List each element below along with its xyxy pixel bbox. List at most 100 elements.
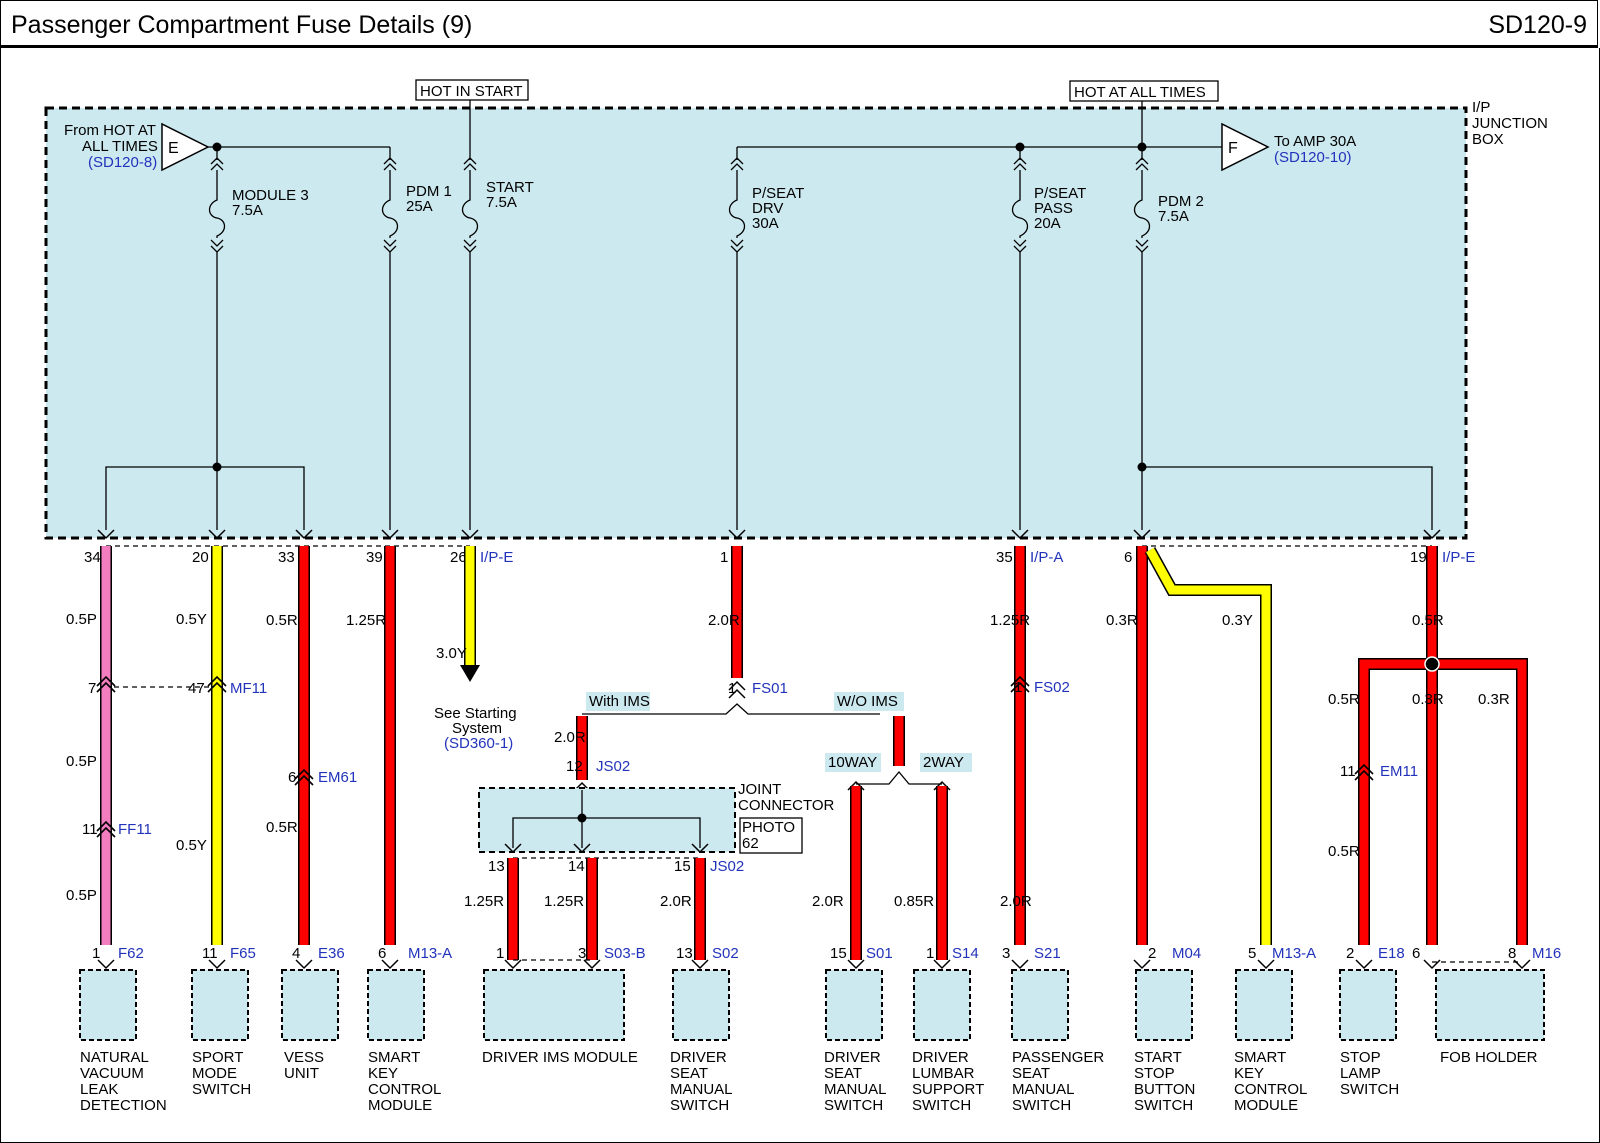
- inline-pin: 7: [88, 680, 96, 697]
- component-label: SWITCH: [192, 1081, 251, 1098]
- connector-ip-e: I/P-E: [480, 549, 513, 566]
- wire-spec: 2.0R: [1000, 893, 1032, 910]
- component-label: LEAK: [80, 1081, 118, 1098]
- component-label: FOB HOLDER: [1440, 1049, 1538, 1066]
- component-label: NATURAL: [80, 1049, 149, 1066]
- wire-spec: 0.3R: [1106, 612, 1138, 629]
- component-label: DETECTION: [80, 1097, 167, 1114]
- component-label: SMART: [368, 1049, 420, 1066]
- fuse-1-chevron: [383, 157, 397, 165]
- component-pin-chevron: [504, 959, 522, 970]
- component-pin: 15: [830, 945, 847, 962]
- component-pin: 2: [1346, 945, 1354, 962]
- splice-dot: [1424, 656, 1440, 672]
- component-3: [367, 969, 425, 1041]
- component-pin-chevron: [933, 959, 951, 970]
- component-5: [672, 969, 730, 1041]
- fuse-5-chevron: [1135, 157, 1149, 165]
- joint-chevron: [573, 843, 591, 854]
- jb-pin-chevron: [1133, 529, 1151, 540]
- jb-pin-chevron: [461, 529, 479, 540]
- fuse-2-chevron: [463, 163, 477, 171]
- fuse-3-chevron: [730, 163, 744, 171]
- fuse-label: P/SEAT: [1034, 185, 1086, 202]
- jb-pin-number: 26: [450, 549, 467, 566]
- inline-connector-fs02: [1010, 675, 1030, 687]
- component-pin: 1: [496, 945, 504, 962]
- component-pin-chevron: [583, 959, 601, 970]
- photo-label: 62: [742, 835, 759, 852]
- fuse-2-element: [461, 170, 479, 238]
- jb-pin-number: 20: [192, 549, 209, 566]
- see-starting-label: See Starting: [434, 705, 517, 722]
- inline-pin: 1: [728, 680, 736, 697]
- wire-spec: 0.5Y: [176, 611, 207, 628]
- connector-em11: EM11: [1380, 763, 1418, 780]
- component-pin: 2: [1148, 945, 1156, 962]
- joint-chevron: [691, 843, 709, 854]
- component-connector-id: M16: [1532, 945, 1561, 962]
- component-connector-id: M04: [1172, 945, 1201, 962]
- jb-pin-chevron: [1423, 529, 1441, 540]
- jb-pin-chevron: [381, 529, 399, 540]
- component-label: LUMBAR: [912, 1065, 975, 1082]
- header-bar: Passenger Compartment Fuse Details (9) S…: [0, 0, 1598, 48]
- jb-pin-number: 34: [84, 549, 101, 566]
- jb-pin-number: 35: [996, 549, 1013, 566]
- component-label: MODE: [192, 1065, 237, 1082]
- component-label: SUPPORT: [912, 1081, 984, 1098]
- component-connector-id: F62: [118, 945, 144, 962]
- option-wo-ims: W/O IMS: [837, 693, 898, 710]
- inline-connector-fs01: [728, 688, 746, 699]
- jb-pin-chevron: [97, 529, 115, 540]
- component-connector-id: S14: [952, 945, 979, 962]
- component-label: MODULE: [368, 1097, 432, 1114]
- component-pin-chevron: [691, 959, 709, 970]
- component-label: SWITCH: [824, 1097, 883, 1114]
- fuse-5-chevron: [1135, 163, 1149, 171]
- fuse-label: DRV: [752, 200, 783, 217]
- component-label: MANUAL: [670, 1081, 733, 1098]
- jb-pin-chevron: [1011, 529, 1029, 540]
- inline-connector-em61: [294, 768, 314, 780]
- junction-box-label: BOX: [1472, 131, 1504, 148]
- splice-fan: [582, 703, 880, 715]
- wire-spec: 0.85R: [894, 893, 934, 910]
- component-label: SWITCH: [912, 1097, 971, 1114]
- component-7: [913, 969, 971, 1041]
- inline-connector-mf11: [207, 681, 227, 693]
- fuse-4-chevron: [1013, 163, 1027, 171]
- wire-spec: 0.5P: [66, 611, 97, 628]
- connector-e-from: From HOT AT: [64, 122, 156, 139]
- inline-connector-ff11: [96, 826, 116, 838]
- component-pin-chevron: [1011, 959, 1029, 970]
- jb-pin-number: 39: [366, 549, 383, 566]
- wire-spec: 0.5P: [66, 887, 97, 904]
- fuse-label: 7.5A: [486, 194, 517, 211]
- junction-box-label: I/P: [1472, 99, 1490, 116]
- inline-connector-mf11: [96, 681, 116, 693]
- fuse-3-chevron: [730, 157, 744, 165]
- component-label: SMART: [1234, 1049, 1286, 1066]
- splice-dot: [1015, 142, 1025, 152]
- component-pin: 1: [926, 945, 934, 962]
- component-label: SEAT: [824, 1065, 862, 1082]
- wire-spec: 0.5R: [1328, 691, 1360, 708]
- jb-pin-chevron: [295, 529, 313, 540]
- component-pin-chevron: [1355, 959, 1373, 970]
- fuse-4-chevron: [1013, 239, 1027, 247]
- inline-pin: 14: [568, 858, 585, 875]
- page-id: SD120-9: [1488, 11, 1587, 39]
- component-2: [281, 969, 339, 1041]
- arrow-down-starting: [460, 665, 480, 682]
- see-starting-label: System: [452, 720, 502, 737]
- fuse-label: MODULE 3: [232, 187, 309, 204]
- fuse-label: 20A: [1034, 215, 1061, 232]
- page-title: Passenger Compartment Fuse Details (9): [11, 11, 473, 39]
- inline-pin: 6: [288, 769, 296, 786]
- hot-in-start-box: [415, 79, 529, 101]
- component-label: DRIVER IMS MODULE: [482, 1049, 638, 1066]
- inline-pin: 11: [1340, 763, 1356, 780]
- component-label: SWITCH: [1134, 1097, 1193, 1114]
- component-label: PASSENGER: [1012, 1049, 1104, 1066]
